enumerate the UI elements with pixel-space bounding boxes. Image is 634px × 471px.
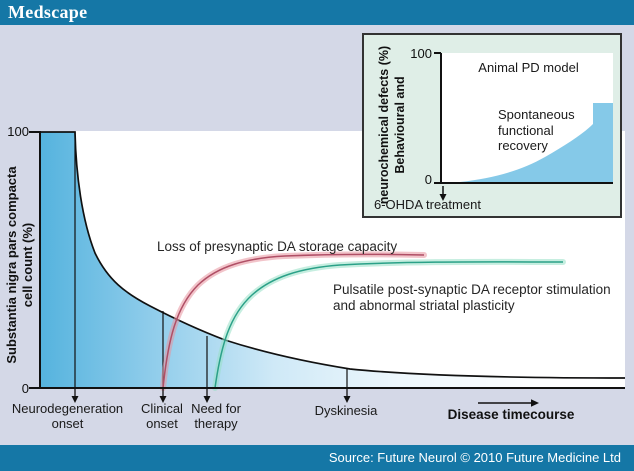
postsynaptic-stimulation-curve: [214, 261, 564, 389]
inset-annotation-line: functional: [498, 122, 554, 138]
inset-annotation-spontaneous-recovery: Spontaneous functional recovery: [498, 107, 575, 154]
milestone-marker-lines: [74, 132, 348, 388]
milestone-label-line: Need for: [191, 401, 241, 416]
main-y-axis-title-line2: cell count (%): [20, 222, 35, 308]
disease-timecourse-title: Disease timecourse: [447, 407, 575, 422]
milestone-label-line: Neurodegeneration: [11, 401, 124, 416]
inset-y-tick-100: 100: [410, 46, 432, 61]
disease-timecourse-arrow: [478, 399, 539, 407]
medscape-header-bar: Medscape: [0, 0, 634, 25]
inset-annotation-line: recovery: [498, 138, 548, 153]
milestone-label-neurodegeneration-onset: Neurodegeneration onset: [5, 401, 130, 431]
figure-canvas: 100 0 Substantia nigra pars compacta cel…: [0, 25, 634, 445]
milestone-label-line: Clinical: [141, 401, 183, 416]
main-y-axis-title-line1: Substantia nigra pars compacta: [4, 166, 19, 364]
6ohda-treatment-arrow: [439, 186, 447, 201]
inset-defects-area-fill: [460, 103, 613, 182]
inset-y-axis-title-line1: Behavioural and: [393, 76, 407, 174]
source-footer-bar: Source: Future Neurol © 2010 Future Medi…: [0, 445, 634, 471]
main-y-axis-title: Substantia nigra pars compacta cell coun…: [4, 142, 36, 388]
main-y-tick-100: 100: [7, 124, 29, 139]
main-y-tick-0: 0: [21, 381, 29, 396]
milestone-label-line: Dyskinesia: [314, 403, 378, 418]
milestone-label-line: onset: [51, 416, 84, 431]
inset-y-axis-title-line2: neurochemical defects (%): [377, 45, 391, 205]
milestone-label-clinical-onset: Clinical onset: [127, 401, 197, 431]
milestone-label-need-for-therapy: Need for therapy: [180, 401, 252, 431]
milestone-label-line: onset: [146, 416, 178, 431]
milestone-down-arrows: [71, 389, 351, 403]
main-axes: [29, 131, 625, 389]
animal-pd-model-inset: 100 0 neurochemical defects (%) Behaviou…: [362, 33, 622, 218]
inset-title: Animal PD model: [478, 60, 579, 75]
milestone-label-dyskinesia: Dyskinesia: [300, 403, 392, 418]
postsynaptic-curve-label-line2: and abnormal striatal plasticity: [333, 298, 515, 313]
source-text: Source: Future Neurol © 2010 Future Medi…: [328, 450, 621, 465]
inset-y-tick-0: 0: [424, 172, 432, 187]
inset-annotation-line: Spontaneous: [498, 107, 575, 122]
milestone-label-line: therapy: [194, 416, 238, 431]
inset-chart-svg: [434, 52, 613, 201]
sn-cell-count-curve: [40, 131, 626, 379]
presynaptic-loss-curve: [162, 253, 425, 389]
inset-axes: [434, 52, 613, 184]
inset-y-axis-title: neurochemical defects (%) Behavioural an…: [376, 40, 408, 210]
medscape-logo: Medscape: [8, 2, 88, 22]
presynaptic-curve-label: Loss of presynaptic DA storage capacity: [157, 239, 398, 254]
postsynaptic-curve-label-line1: Pulsatile post-synaptic DA receptor stim…: [333, 282, 611, 297]
postsynaptic-curve-label: Pulsatile post-synaptic DA receptor stim…: [333, 282, 611, 314]
inset-x-axis-title: 6-OHDA treatment: [374, 197, 481, 212]
